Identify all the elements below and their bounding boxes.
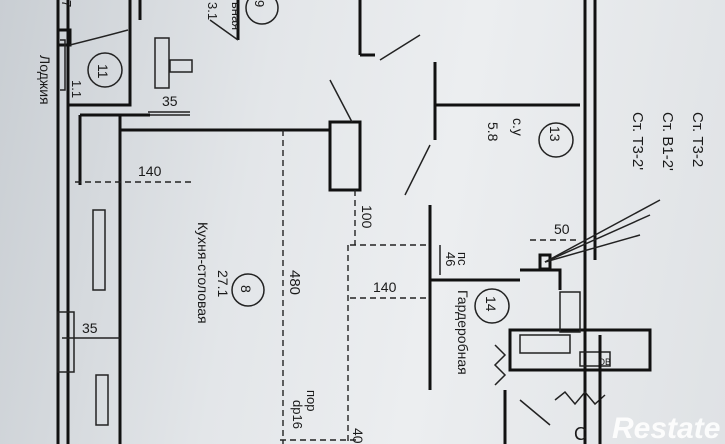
fragment-pod: пор xyxy=(304,390,319,412)
label-st-t3-2b: Ст. Т3-2' xyxy=(629,112,646,170)
room-number-14: 14 xyxy=(483,296,499,312)
column-kitchen xyxy=(328,120,362,192)
room-number-circle-9 xyxy=(245,0,279,25)
dim-35-top: 35 xyxy=(162,93,178,109)
dim-50: 50 xyxy=(554,221,570,237)
dim-140-mid: 140 xyxy=(373,279,397,295)
spring-symbol-2 xyxy=(554,390,606,406)
diagonal-bottom-right xyxy=(519,399,551,426)
label-ov: ОВ xyxy=(598,357,611,367)
room-number-13: 13 xyxy=(547,126,563,142)
room-number-circle-11 xyxy=(87,52,123,88)
radiator-left-2 xyxy=(95,374,109,426)
room-area-loggia: 1.1 xyxy=(69,80,84,98)
column-block xyxy=(154,37,170,89)
fragment-7: 7 xyxy=(59,0,74,7)
dim-140-left: 140 xyxy=(138,163,162,179)
room-name-bathroom: с.у xyxy=(510,118,526,136)
dim-40: 40 xyxy=(350,428,366,444)
door-top-center xyxy=(379,34,421,61)
room-area-bathroom: 5.8 xyxy=(485,122,501,142)
fragment-c: С xyxy=(574,424,587,444)
bath-door xyxy=(404,144,431,196)
loggia-partition xyxy=(68,0,132,107)
dim-46: 46 xyxy=(443,252,458,266)
shaft-wall xyxy=(520,268,562,290)
room-number-11: 11 xyxy=(95,64,111,79)
pipe-leader-3 xyxy=(544,234,641,263)
room-number-circle-14 xyxy=(474,288,510,324)
riser-box xyxy=(559,291,581,333)
radiator-left-1 xyxy=(92,209,106,291)
loggia-door-arc xyxy=(69,29,129,46)
room-name-wardrobe: Гардеробная xyxy=(455,290,471,375)
room-name-loggia: Лоджия xyxy=(37,55,53,105)
room-name-kitchen: Кухня-столовая xyxy=(195,222,211,324)
label-st-v1-2: Ст. В1-2' xyxy=(659,112,676,171)
dim-480: 480 xyxy=(286,270,303,295)
pipe-leader-1 xyxy=(544,199,661,263)
door-swing-kitchen xyxy=(329,79,353,123)
door-top-room9 xyxy=(209,19,239,41)
room-number-9: 9 xyxy=(252,0,267,7)
room-number-circle-8 xyxy=(231,273,265,307)
fragment-dp: dp16 xyxy=(290,400,305,429)
room-number-circle-13 xyxy=(538,122,574,158)
equipment-panel xyxy=(579,351,611,367)
loggia-wall xyxy=(58,28,72,47)
equipment-inner xyxy=(519,334,571,354)
window-left xyxy=(57,311,75,373)
dim-100: 100 xyxy=(359,205,375,229)
dim-35-bottom: 35 xyxy=(82,320,98,336)
pipe-leader-2 xyxy=(544,214,651,263)
label-pc: пс xyxy=(455,252,470,266)
watermark-logo: Restate xyxy=(612,412,720,444)
column-stub xyxy=(169,59,193,73)
label-st-t3-2: Ст. Т3-2 xyxy=(689,112,706,167)
spring-symbol-1 xyxy=(493,344,507,386)
room-area-kitchen: 27.1 xyxy=(215,270,231,297)
room-number-8: 8 xyxy=(238,285,254,293)
loggia-rail xyxy=(60,39,66,91)
room-area-fragment-top: 3.1 xyxy=(205,2,220,20)
shaft-box xyxy=(538,253,552,271)
room-name-fragment-top: ьная xyxy=(229,2,244,30)
